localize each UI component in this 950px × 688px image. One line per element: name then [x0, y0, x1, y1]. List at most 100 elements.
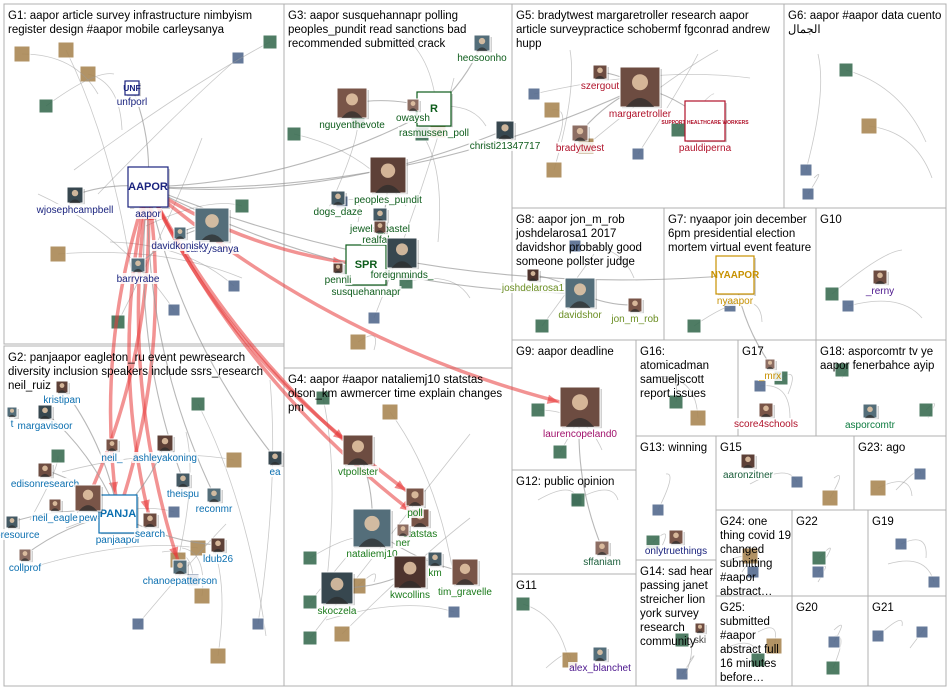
node-label: edisonresearch — [11, 479, 79, 490]
node-margavisoor[interactable]: margavisoor — [16, 404, 74, 432]
group-title-g11: G11 — [516, 580, 537, 592]
node-label: asporcomtr — [845, 420, 896, 431]
node-score4schools[interactable]: score4schools — [733, 402, 799, 430]
node-poll[interactable]: poll — [405, 487, 426, 519]
node-realfake[interactable]: realfake — [361, 220, 399, 246]
node-ea[interactable]: ea — [267, 450, 284, 478]
avatar-face — [877, 272, 883, 279]
node-barryrabe[interactable]: barryrabe — [115, 257, 161, 285]
node-heosoonho[interactable]: heosoonho — [456, 34, 508, 64]
node-sffaniam[interactable]: sffaniam — [582, 540, 622, 568]
node-pewresearch[interactable]: pew — [74, 484, 103, 524]
node-label-bg — [427, 567, 443, 578]
node-foreignminds_[interactable]: foreignminds_ — [369, 237, 435, 281]
node-label-bg — [16, 420, 74, 431]
edge-aapor-rasmussen_poll — [147, 108, 435, 188]
node-vtpollster[interactable]: vtpollster — [336, 434, 380, 478]
node-mrx[interactable]: _mrx — [757, 358, 783, 382]
node-ldub26[interactable]: ldub26 — [201, 537, 235, 565]
avatar-body — [413, 522, 427, 527]
node-km[interactable]: km — [427, 551, 444, 579]
node-edisonresearch[interactable]: edisonresearch — [9, 462, 81, 490]
avatar-face — [478, 37, 486, 45]
node-laurencopeland0[interactable]: laurencopeland0 — [542, 386, 618, 440]
node-aaronzitner[interactable]: aaronzitner — [721, 453, 775, 481]
node-nataliemj10[interactable]: nataliemj10 — [345, 508, 399, 560]
avatar-face — [9, 518, 15, 523]
node-nguyenthevote[interactable]: nguyenthevote — [318, 87, 386, 131]
avatar-body — [145, 523, 155, 527]
node-label-bg — [100, 452, 124, 463]
node-onlytruethings[interactable]: onlytruethings — [643, 529, 709, 557]
node-peoples_pundit[interactable]: peoples_pundit — [353, 156, 423, 206]
node-owaysh[interactable]: owaysh — [395, 98, 431, 124]
node-davidkonisky[interactable]: davidkonisky — [150, 226, 210, 252]
node-pennlive[interactable]: pennli — [323, 262, 353, 286]
node-chanoepatterson[interactable]: chanoepatterson — [141, 559, 219, 587]
group-title-g17: G17 — [742, 346, 764, 358]
group-title-g13: G13: winning — [640, 442, 707, 454]
avatar-body — [671, 540, 681, 544]
minor-node — [333, 625, 351, 643]
background-edge — [831, 249, 903, 295]
node-davidshor[interactable]: davidshor — [557, 277, 603, 321]
node-tim_gravelle[interactable]: tim_gravelle — [437, 558, 493, 598]
node-jon_m_rob[interactable]: jon_m_rob — [610, 297, 660, 325]
node-research[interactable]: search — [133, 512, 167, 540]
node-label: susquehannapr — [332, 287, 402, 298]
node-label: wjosephcampbell — [36, 205, 114, 216]
node-label-bg — [9, 418, 15, 429]
node-label-bg — [369, 269, 435, 280]
node-_rerny[interactable]: _rerny — [864, 269, 896, 297]
node-margaretroller[interactable]: margaretroller — [607, 66, 673, 120]
node-label: szergout — [581, 81, 620, 92]
node-christi21347717[interactable]: christi21347717 — [468, 120, 542, 152]
minor-node — [57, 41, 75, 59]
node-t[interactable]: t — [6, 406, 19, 430]
node-wjosephcampbell[interactable]: wjosephcampbell — [35, 186, 115, 216]
node-carleysanya[interactable]: carleysanya — [184, 207, 240, 255]
group-title-g23: G23: ago — [858, 442, 905, 454]
node-kristipan[interactable]: kristipan — [42, 380, 82, 406]
node-reconmr[interactable]: reconmr — [194, 487, 234, 515]
avatar-face — [768, 360, 772, 365]
node-ner[interactable]: ner — [394, 523, 412, 549]
node-label-bg — [733, 418, 799, 429]
node-joshdelarosa1[interactable]: joshdelarosa1 — [500, 268, 566, 294]
node-logo-text: NYAAPOR — [711, 270, 759, 281]
node-label-bg — [330, 286, 402, 297]
node-theispu[interactable]: theispu — [165, 472, 201, 500]
group-title-g5: G5: bradytwest margaretroller research a… — [516, 10, 770, 50]
node-szergout[interactable]: szergout — [579, 64, 621, 92]
node-neil_eagle[interactable]: neil_eagle — [31, 498, 79, 524]
node-label: statstas — [403, 529, 437, 540]
node-bradytwest[interactable]: bradytwest — [554, 124, 606, 154]
node-shoresource[interactable]: shoresource — [0, 515, 41, 541]
group-frames — [3, 3, 947, 687]
node-alex_blanchet[interactable]: alex_blanchet — [568, 646, 632, 674]
node-collprof[interactable]: collprof — [7, 548, 43, 574]
minor-node — [918, 402, 934, 418]
avatar-body — [133, 268, 143, 272]
avatar-body — [528, 278, 538, 281]
node-kwcollins[interactable]: kwcollins — [388, 555, 432, 601]
node-logo-text: SUPPORT HEALTHCARE WORKERS — [661, 120, 749, 126]
minor-node — [349, 333, 367, 351]
node-label-bg — [133, 528, 167, 539]
node-ski[interactable]: ski — [692, 622, 708, 646]
node-label-bg — [353, 194, 423, 205]
minor-node — [869, 479, 887, 497]
node-asporcomtr[interactable]: asporcomtr — [843, 403, 897, 431]
node-neil_[interactable]: neil_ — [100, 438, 124, 464]
node-dogs_daze[interactable]: dogs_daze — [312, 190, 364, 218]
node-skoczela[interactable]: skoczela — [316, 571, 358, 617]
node-ashleyakoning[interactable]: ashleyakoning — [132, 434, 198, 464]
